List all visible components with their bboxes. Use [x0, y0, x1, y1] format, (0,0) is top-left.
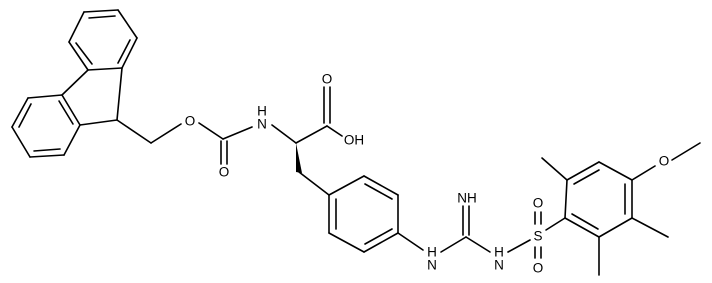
acid-carbonyl-oxygen-label: O — [322, 72, 333, 87]
sulfonyl-oxygen-bottom-label: O — [533, 261, 544, 276]
ester-oxygen-label: O — [185, 114, 196, 129]
aryl-sulfonyl-ring — [564, 161, 633, 238]
wedge-bond — [296, 143, 302, 173]
fluorene-upper-ring — [68, 9, 138, 71]
fluorene-five-ring — [61, 67, 123, 126]
guanidine-bonds — [397, 205, 566, 259]
sulfur-label: S — [533, 229, 542, 244]
aryl-substituent-bonds — [541, 142, 701, 276]
acid-hydroxyl-label: OH — [344, 133, 364, 148]
backbone-bonds — [271, 86, 343, 196]
phenylene-ring — [328, 175, 399, 253]
imine-nitrogen-label: NH — [457, 191, 477, 206]
fmoc-linker-bonds — [116, 119, 253, 165]
sulfonyl-oxygen-top-label: O — [533, 196, 544, 211]
methoxy-oxygen-label: O — [659, 154, 670, 169]
fluorene-lower-ring — [11, 94, 81, 158]
carbamate-carbonyl-oxygen-label: O — [219, 165, 230, 180]
